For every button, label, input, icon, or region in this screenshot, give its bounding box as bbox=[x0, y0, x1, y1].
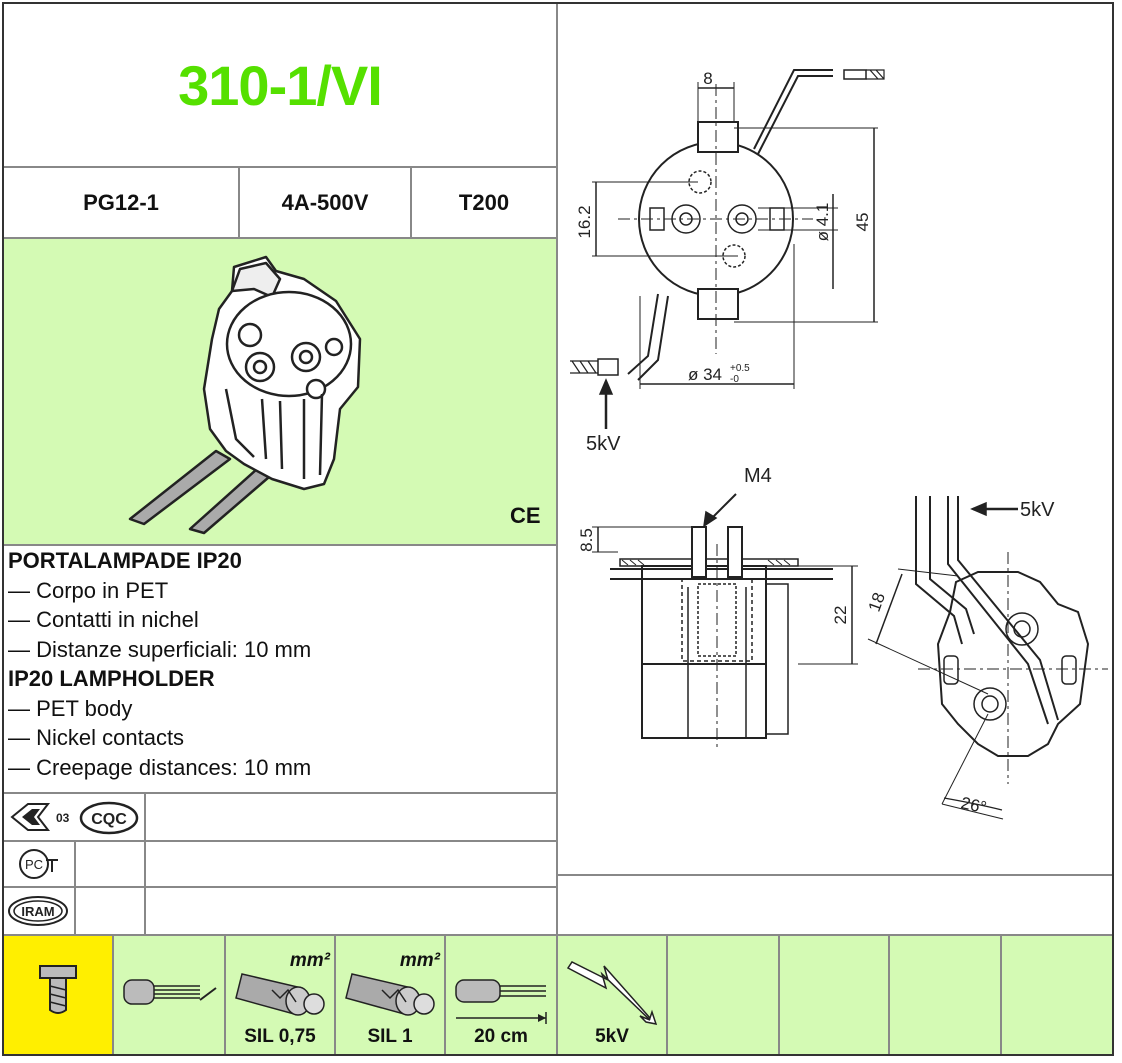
ce-mark: CE bbox=[510, 503, 541, 528]
description-heading-it: PORTALAMPADE IP20 bbox=[8, 548, 242, 573]
divider bbox=[224, 936, 226, 1054]
description-heading-en: IP20 LAMPHOLDER bbox=[8, 666, 215, 691]
description-block: PORTALAMPADE IP20 — Corpo in PET — Conta… bbox=[8, 546, 548, 782]
spec-temperature: T200 bbox=[458, 190, 510, 215]
technical-drawings: 8 16.2 ø 4.1 45 ø 34 +0.5 -0 5kV M4 8.5 … bbox=[558, 4, 1112, 874]
dim-top-height: 8.5 bbox=[577, 528, 596, 552]
dim-angle: 26° bbox=[959, 793, 988, 817]
divider bbox=[444, 936, 446, 1054]
enec-logo: 03 bbox=[8, 798, 70, 836]
feature-high-voltage: 5kV bbox=[558, 936, 666, 1054]
svg-text:IRAM: IRAM bbox=[21, 904, 54, 919]
feature-lead-length: 20 cm bbox=[446, 936, 556, 1054]
feature-wire-strip bbox=[114, 936, 224, 1054]
feature-empty bbox=[1002, 936, 1112, 1054]
description-item: — Nickel contacts bbox=[8, 725, 185, 750]
divider bbox=[4, 792, 556, 794]
iram-logo: IRAM bbox=[6, 892, 70, 930]
divider bbox=[4, 934, 1112, 936]
divider bbox=[410, 168, 412, 238]
description-item: — Contatti in nichel bbox=[8, 607, 199, 632]
divider bbox=[4, 166, 556, 168]
spec-rating: 4A-500V bbox=[281, 190, 369, 215]
divider bbox=[4, 237, 556, 239]
feature-cable-sil075: mm² SIL 0,75 bbox=[226, 936, 334, 1054]
divider bbox=[666, 936, 668, 1054]
dim-height-left: 16.2 bbox=[575, 205, 594, 238]
divider bbox=[4, 544, 556, 546]
dim-tolerance-plus: +0.5 bbox=[730, 363, 750, 374]
lampholder-illustration bbox=[128, 255, 362, 535]
divider bbox=[334, 936, 336, 1054]
divider bbox=[778, 936, 780, 1054]
voltage-label-rear: 5kV bbox=[1020, 499, 1055, 521]
dim-body-diameter: ø 34 bbox=[688, 365, 722, 384]
divider bbox=[144, 794, 146, 936]
svg-text:03: 03 bbox=[56, 811, 70, 825]
description-item: — Creepage distances: 10 mm bbox=[8, 754, 312, 780]
description-item: — Distanze superficiali: 10 mm bbox=[8, 636, 312, 662]
divider bbox=[556, 936, 558, 1054]
product-illustration-panel bbox=[4, 239, 556, 544]
cqc-logo: CQC bbox=[78, 800, 140, 836]
feature-empty bbox=[668, 936, 778, 1054]
dim-tolerance-minus: -0 bbox=[730, 374, 739, 385]
divider bbox=[558, 874, 1112, 876]
dim-side-height: 22 bbox=[831, 606, 850, 625]
divider bbox=[888, 936, 890, 1054]
spec-base: PG12-1 bbox=[83, 190, 159, 215]
product-code: 310-1/VI bbox=[178, 53, 383, 117]
dim-pin-diameter: ø 4.1 bbox=[813, 203, 832, 242]
feature-empty bbox=[780, 936, 888, 1054]
cable-sil1-icon bbox=[345, 973, 435, 1016]
divider bbox=[112, 936, 114, 1054]
dim-width: 8 bbox=[703, 69, 712, 88]
dim-height-right: 45 bbox=[853, 213, 872, 232]
divider bbox=[238, 168, 240, 238]
description-item: — Corpo in PET bbox=[8, 577, 169, 603]
thread-label: M4 bbox=[744, 465, 772, 487]
unit-label: mm² bbox=[399, 950, 440, 971]
voltage-label-top: 5kV bbox=[586, 433, 621, 455]
pct-logo: PC bbox=[10, 846, 66, 882]
feature-label: 20 cm bbox=[474, 1026, 528, 1047]
feature-label: SIL 1 bbox=[367, 1026, 413, 1047]
feature-label: SIL 0,75 bbox=[244, 1026, 316, 1047]
wire-strip-icon bbox=[123, 979, 217, 1005]
description-item: — PET body bbox=[8, 695, 133, 721]
divider bbox=[4, 886, 556, 888]
cable-sil075-icon bbox=[235, 973, 325, 1016]
feature-screw-terminal bbox=[4, 936, 112, 1054]
unit-label: mm² bbox=[289, 950, 330, 971]
feature-cable-sil1: mm² SIL 1 bbox=[336, 936, 444, 1054]
divider bbox=[1000, 936, 1002, 1054]
svg-text:PC: PC bbox=[25, 857, 43, 872]
feature-empty bbox=[890, 936, 1000, 1054]
column-divider bbox=[556, 4, 558, 936]
dim-offset: 18 bbox=[865, 590, 889, 614]
lead-length-icon bbox=[455, 979, 547, 1024]
svg-text:CQC: CQC bbox=[91, 811, 127, 828]
divider bbox=[74, 842, 76, 936]
divider bbox=[4, 840, 556, 842]
screw-terminal-icon bbox=[39, 965, 77, 1014]
feature-label: 5kV bbox=[595, 1026, 629, 1047]
high-voltage-icon bbox=[566, 961, 658, 1025]
